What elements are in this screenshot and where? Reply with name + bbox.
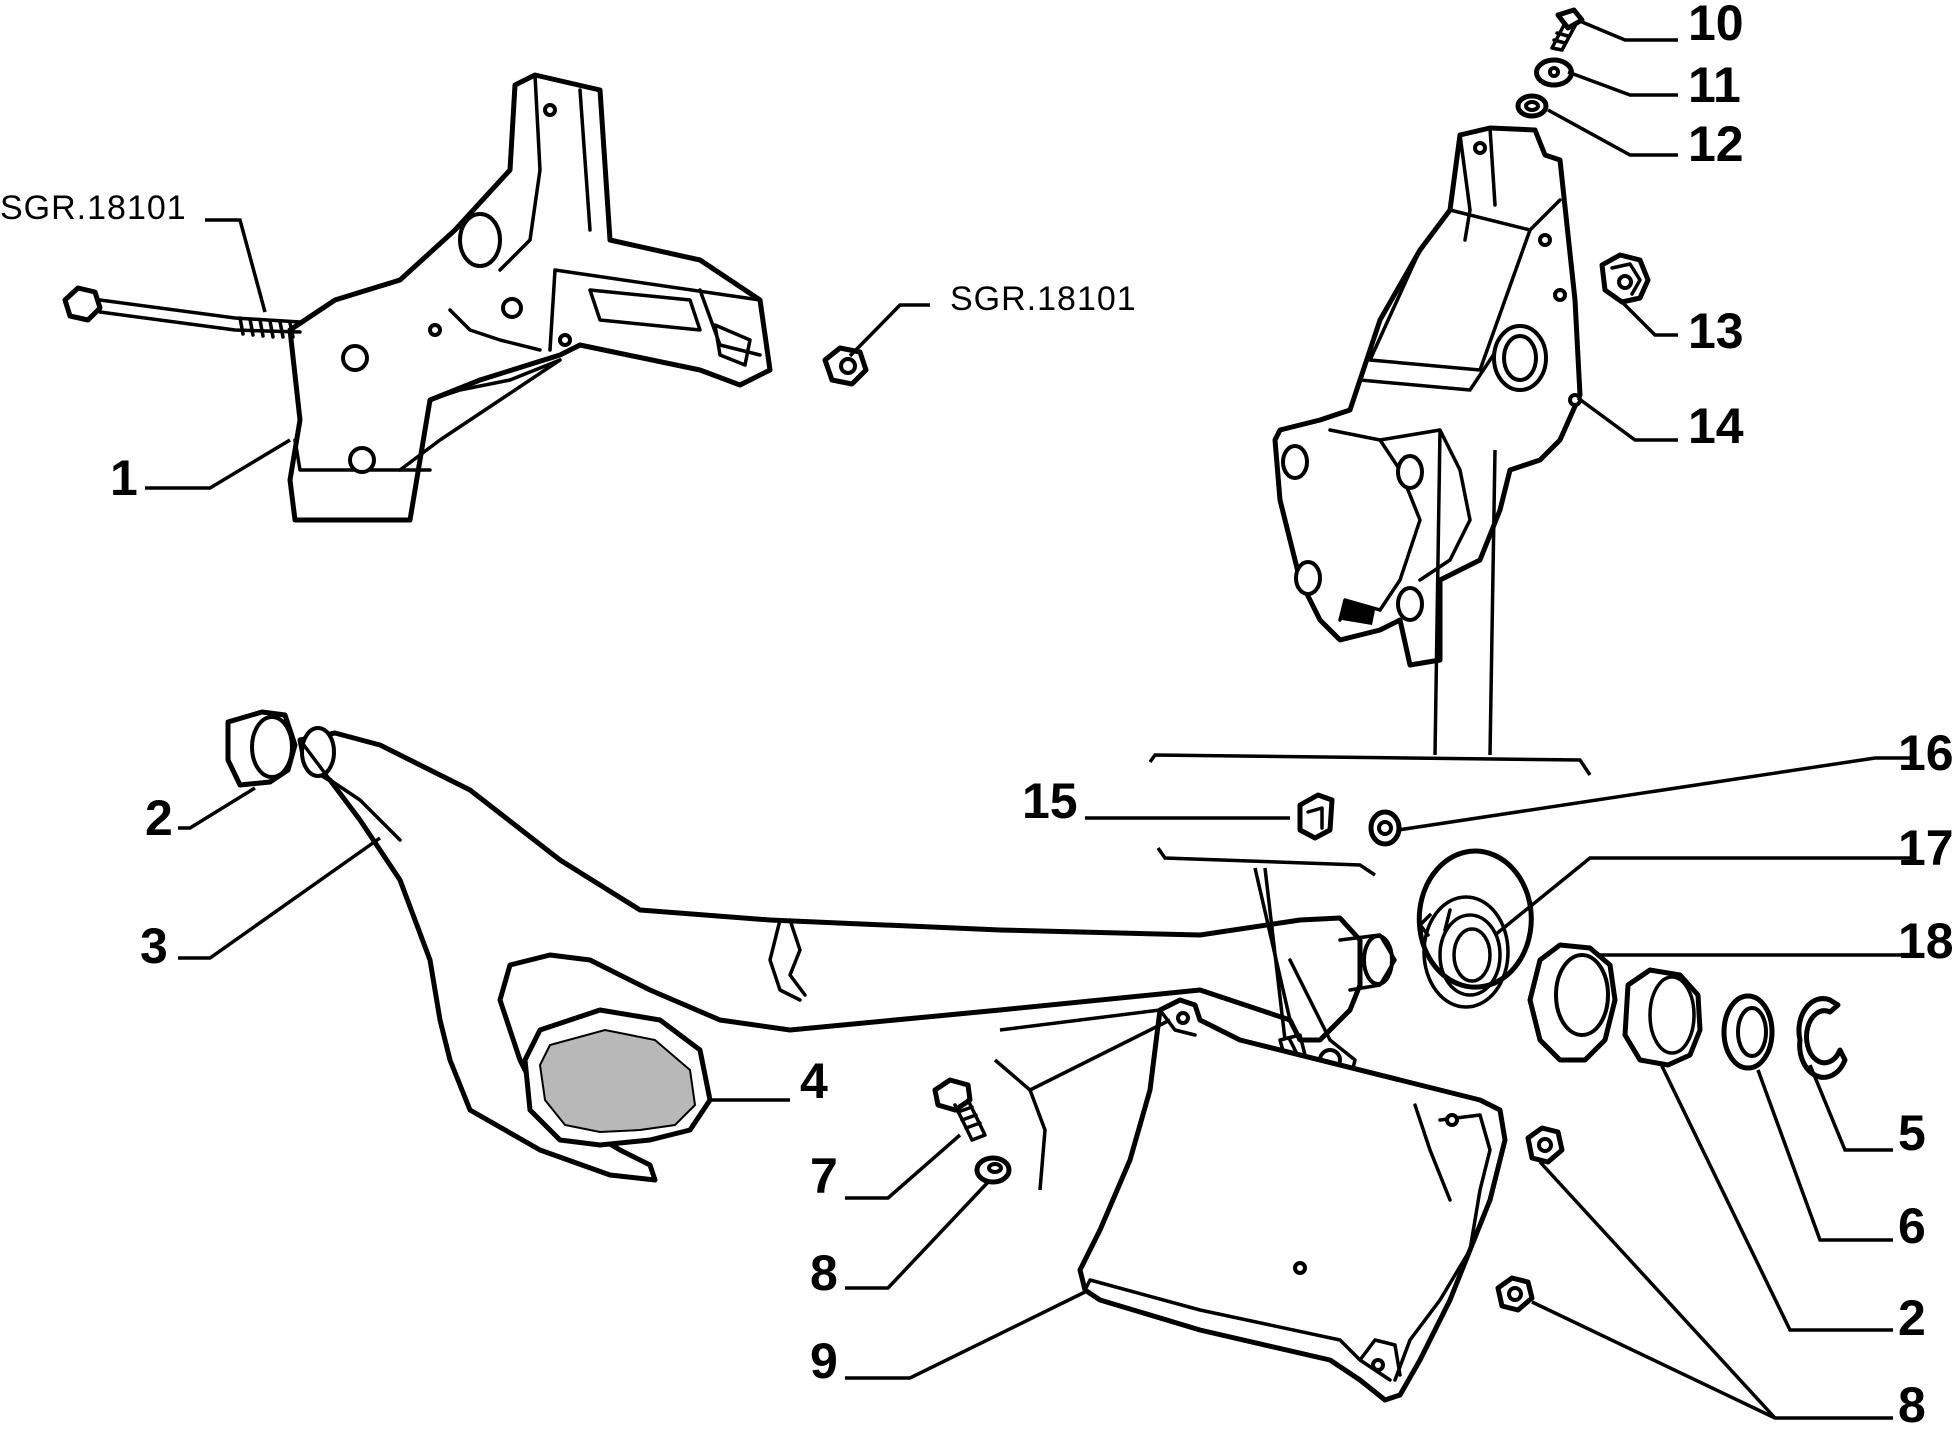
bolt-10-icon <box>1550 7 1585 52</box>
callout-14: 14 <box>1688 398 1744 454</box>
part-4-pedal-pad <box>522 1007 713 1148</box>
callout-3: 3 <box>140 918 168 974</box>
washer-11-icon <box>1534 57 1574 88</box>
part-14-pedal-box-bracket <box>1272 125 1583 668</box>
part-5-circlip <box>1796 996 1848 1080</box>
callout-2-left: 2 <box>145 790 173 846</box>
callout-2-right: 2 <box>1898 1290 1926 1346</box>
callout-17: 17 <box>1898 820 1954 876</box>
nut-16-icon <box>1368 809 1402 847</box>
callout-18: 18 <box>1898 913 1954 969</box>
clip-13-icon <box>1599 252 1651 305</box>
nut-icon <box>822 345 869 387</box>
part-6-washer <box>1721 993 1775 1071</box>
callout-13: 13 <box>1688 303 1744 359</box>
callout-7: 7 <box>810 1148 838 1204</box>
washer-12-icon <box>1515 93 1549 119</box>
nut-8-lower-icon <box>1495 1275 1535 1313</box>
callout-8-right: 8 <box>1898 1377 1926 1433</box>
callout-11: 11 <box>1688 57 1741 113</box>
callout-9: 9 <box>810 1333 838 1389</box>
ref-label-right: SGR.18101 <box>950 280 1137 318</box>
part-1-pedal-support-bracket <box>287 72 773 523</box>
part-18-flanged-bushing <box>1527 942 1618 1063</box>
nut-8-upper-icon <box>1525 1125 1565 1165</box>
callout-1: 1 <box>110 450 138 506</box>
callout-12: 12 <box>1688 116 1744 172</box>
callout-5: 5 <box>1898 1105 1926 1161</box>
part-2-bushing-right <box>1622 967 1703 1068</box>
part-2-bushing-left <box>225 709 298 788</box>
callout-15: 15 <box>1022 773 1078 829</box>
ref-label-left: SGR.18101 <box>0 189 187 227</box>
callout-16: 16 <box>1898 725 1954 781</box>
callout-8-left: 8 <box>810 1245 838 1301</box>
clip-15-icon <box>1297 792 1335 841</box>
callout-4: 4 <box>800 1053 828 1109</box>
callout-10: 10 <box>1688 0 1744 51</box>
callout-6: 6 <box>1898 1198 1926 1254</box>
part-9-pedal-cover <box>1077 997 1508 1403</box>
washer-8-icon <box>974 1155 1012 1185</box>
part-17-return-spring <box>1416 848 1534 1009</box>
bolt-icon <box>62 285 302 339</box>
leader-lines <box>145 20 1910 1420</box>
bolt-7-icon <box>932 1077 987 1142</box>
